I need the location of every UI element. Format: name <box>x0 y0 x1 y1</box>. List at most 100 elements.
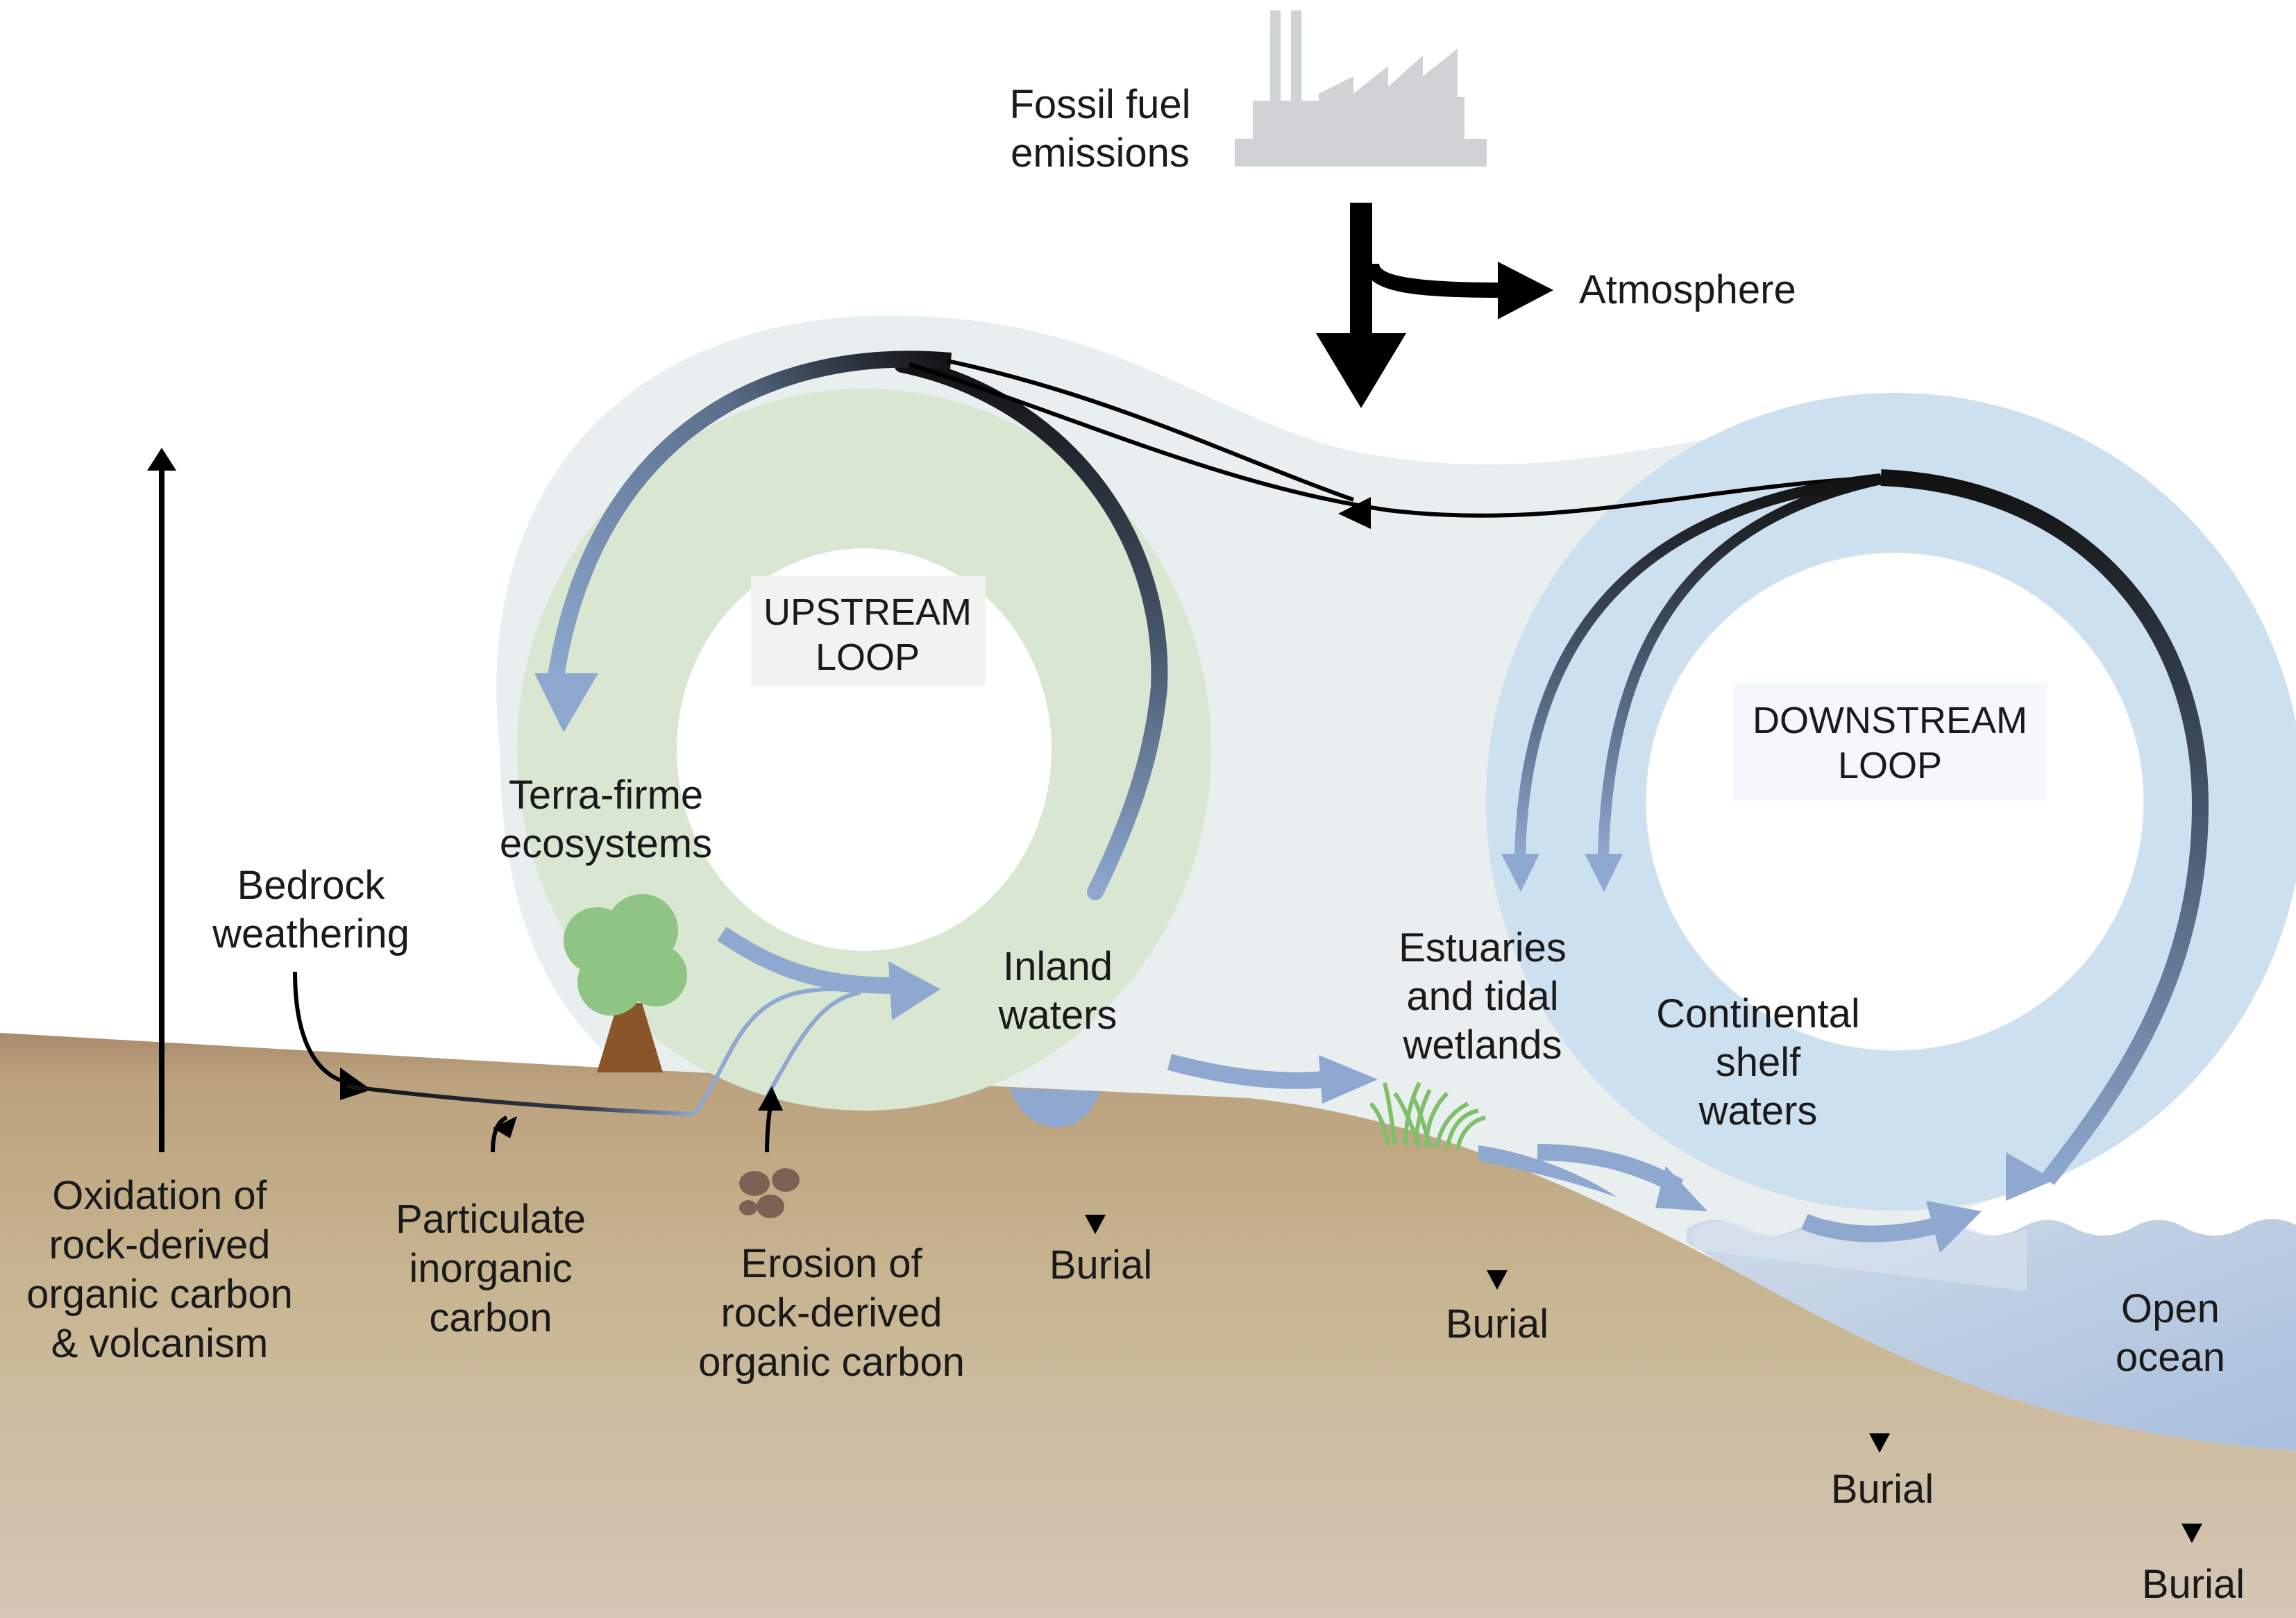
downstream-inner-flow-1 <box>1514 473 1882 854</box>
upstream-left-arrow-head <box>534 673 598 732</box>
downstream-outer-flow <box>1880 469 2209 1186</box>
continental-shelf-label-line-1: Continental <box>1656 991 1859 1036</box>
terra-to-inland-flow <box>717 927 896 994</box>
emission-arrow-head <box>1316 333 1406 408</box>
inland-pond <box>1010 1088 1100 1128</box>
return-flow-arrow-head <box>1338 497 1371 529</box>
tree-icon <box>564 894 687 1016</box>
downstream-loop-label-line-2: LOOP <box>1838 745 1942 786</box>
open-ocean-label-line-1: Open <box>2121 1286 2220 1331</box>
fossil-fuel-label-line-1: Fossil fuel <box>1009 82 1190 127</box>
downstream-loop-box <box>1733 682 2047 801</box>
inland-to-estuary-flow <box>1167 1054 1326 1089</box>
upstream-left-flow <box>547 351 952 682</box>
upstream-loop-ring <box>517 389 1211 1111</box>
downstream-inner-flow-2 <box>1598 473 1882 854</box>
bedrock-label-line-2: weathering <box>212 911 410 957</box>
pebbles-icon <box>739 1168 800 1218</box>
atmosphere-arrow <box>1364 262 1500 298</box>
estuaries-label-line-2: and tidal <box>1406 974 1558 1019</box>
burial-arrow-ocean-head <box>2181 1524 2202 1543</box>
oxidation-label-line-2: rock-derived <box>49 1222 270 1267</box>
oxidation-arrow-head <box>147 448 176 471</box>
inland-waters-label-line-2: waters <box>998 993 1117 1038</box>
estuaries-label-line-1: Estuaries <box>1399 925 1567 970</box>
terra-firme-label-line-2: ecosystems <box>500 821 712 866</box>
particulate-label-line-1: Particulate <box>396 1197 586 1242</box>
return-flow-line-2 <box>947 359 1354 502</box>
upstream-loop-label-line-1: UPSTREAM <box>763 591 972 633</box>
continental-shelf-label-line-3: waters <box>1698 1088 1818 1134</box>
oxidation-arrow-shaft <box>159 462 164 1152</box>
bedrock-arrow-head <box>340 1068 371 1100</box>
terra-to-inland-arrow-head <box>888 961 940 1020</box>
oxidation-label-line-1: Oxidation of <box>52 1173 267 1218</box>
burial-estuary-label-line-1: Burial <box>1446 1301 1548 1347</box>
erosion-label-line-1: Erosion of <box>741 1241 922 1286</box>
continental-shelf-label-line-2: shelf <box>1716 1040 1801 1085</box>
burial-arrow-shelf-head <box>1869 1433 1890 1453</box>
erosion-label-line-2: rock-derived <box>720 1290 942 1335</box>
estuary-to-shelf-arrow-head <box>1655 1166 1707 1211</box>
ocean-water <box>1687 1219 2296 1451</box>
estuaries-label-line-3: wetlands <box>1403 1022 1562 1068</box>
open-ocean-label-line-2: ocean <box>2116 1335 2225 1380</box>
factory-icon <box>1235 10 1487 167</box>
grass-icon <box>1369 1081 1486 1150</box>
particulate-label-line-3: carbon <box>429 1295 552 1340</box>
inland-waters-label-line-1: Inland <box>1003 944 1113 989</box>
burial-inland-label-line-1: Burial <box>1049 1242 1152 1288</box>
burial-inland-label: Burial <box>1049 1242 1152 1288</box>
downstream-outer-arrow-head <box>2006 1152 2054 1201</box>
atmosphere-label: Atmosphere <box>1579 267 1796 312</box>
erosion-label-line-3: organic carbon <box>698 1340 965 1385</box>
burial-shelf-label: Burial <box>1831 1467 1934 1512</box>
erosion-arrow-head <box>758 1086 783 1111</box>
downstream-loop-label-line-1: DOWNSTREAM <box>1753 700 2027 741</box>
downstream-inner-arrow-2 <box>1585 854 1623 892</box>
burial-arrow-estuary-head <box>1487 1270 1508 1290</box>
soil-ground <box>0 1033 2296 1618</box>
soil-flow-line <box>346 1084 695 1116</box>
estuary-water <box>1478 1145 1617 1197</box>
tree-trunk <box>597 1003 663 1072</box>
soil-flow-up <box>692 987 861 1115</box>
erosion-flow-up <box>765 991 861 1098</box>
burial-ocean-label: Burial <box>2142 1562 2245 1607</box>
oxidation-label-line-4: & volcanism <box>51 1321 269 1366</box>
downstream-loop-center <box>1646 553 2143 1050</box>
oxidation-label-line-3: organic carbon <box>26 1272 293 1317</box>
atmosphere-arrow-head <box>1498 262 1553 319</box>
fossil-fuel-label-line-2: emissions <box>1011 130 1190 176</box>
particulate-label-line-2: inorganic <box>409 1246 572 1291</box>
burial-shelf-label-line-1: Burial <box>1831 1467 1934 1512</box>
factory-base <box>1235 139 1487 167</box>
upstream-right-flow <box>894 356 1168 900</box>
inland-to-estuary-arrow-head <box>1319 1055 1378 1104</box>
upstream-loop-box <box>751 576 986 686</box>
burial-arrow-inland-head <box>1085 1215 1106 1234</box>
atmosphere-label-line-1: Atmosphere <box>1579 267 1796 312</box>
terra-firme-label-line-1: Terra-firme <box>509 773 703 818</box>
particulate-arrow-head <box>493 1116 517 1138</box>
shelf-to-ocean-arrow-head <box>1926 1201 1982 1253</box>
shelf-to-ocean-flow <box>1801 1213 1939 1242</box>
bedrock-label-line-1: Bedrock <box>237 863 386 908</box>
return-flow-line <box>909 362 1882 518</box>
upstream-loop-label-line-2: LOOP <box>816 637 920 678</box>
burial-ocean-label-line-1: Burial <box>2142 1562 2245 1607</box>
downstream-inner-arrow-1 <box>1501 854 1539 892</box>
